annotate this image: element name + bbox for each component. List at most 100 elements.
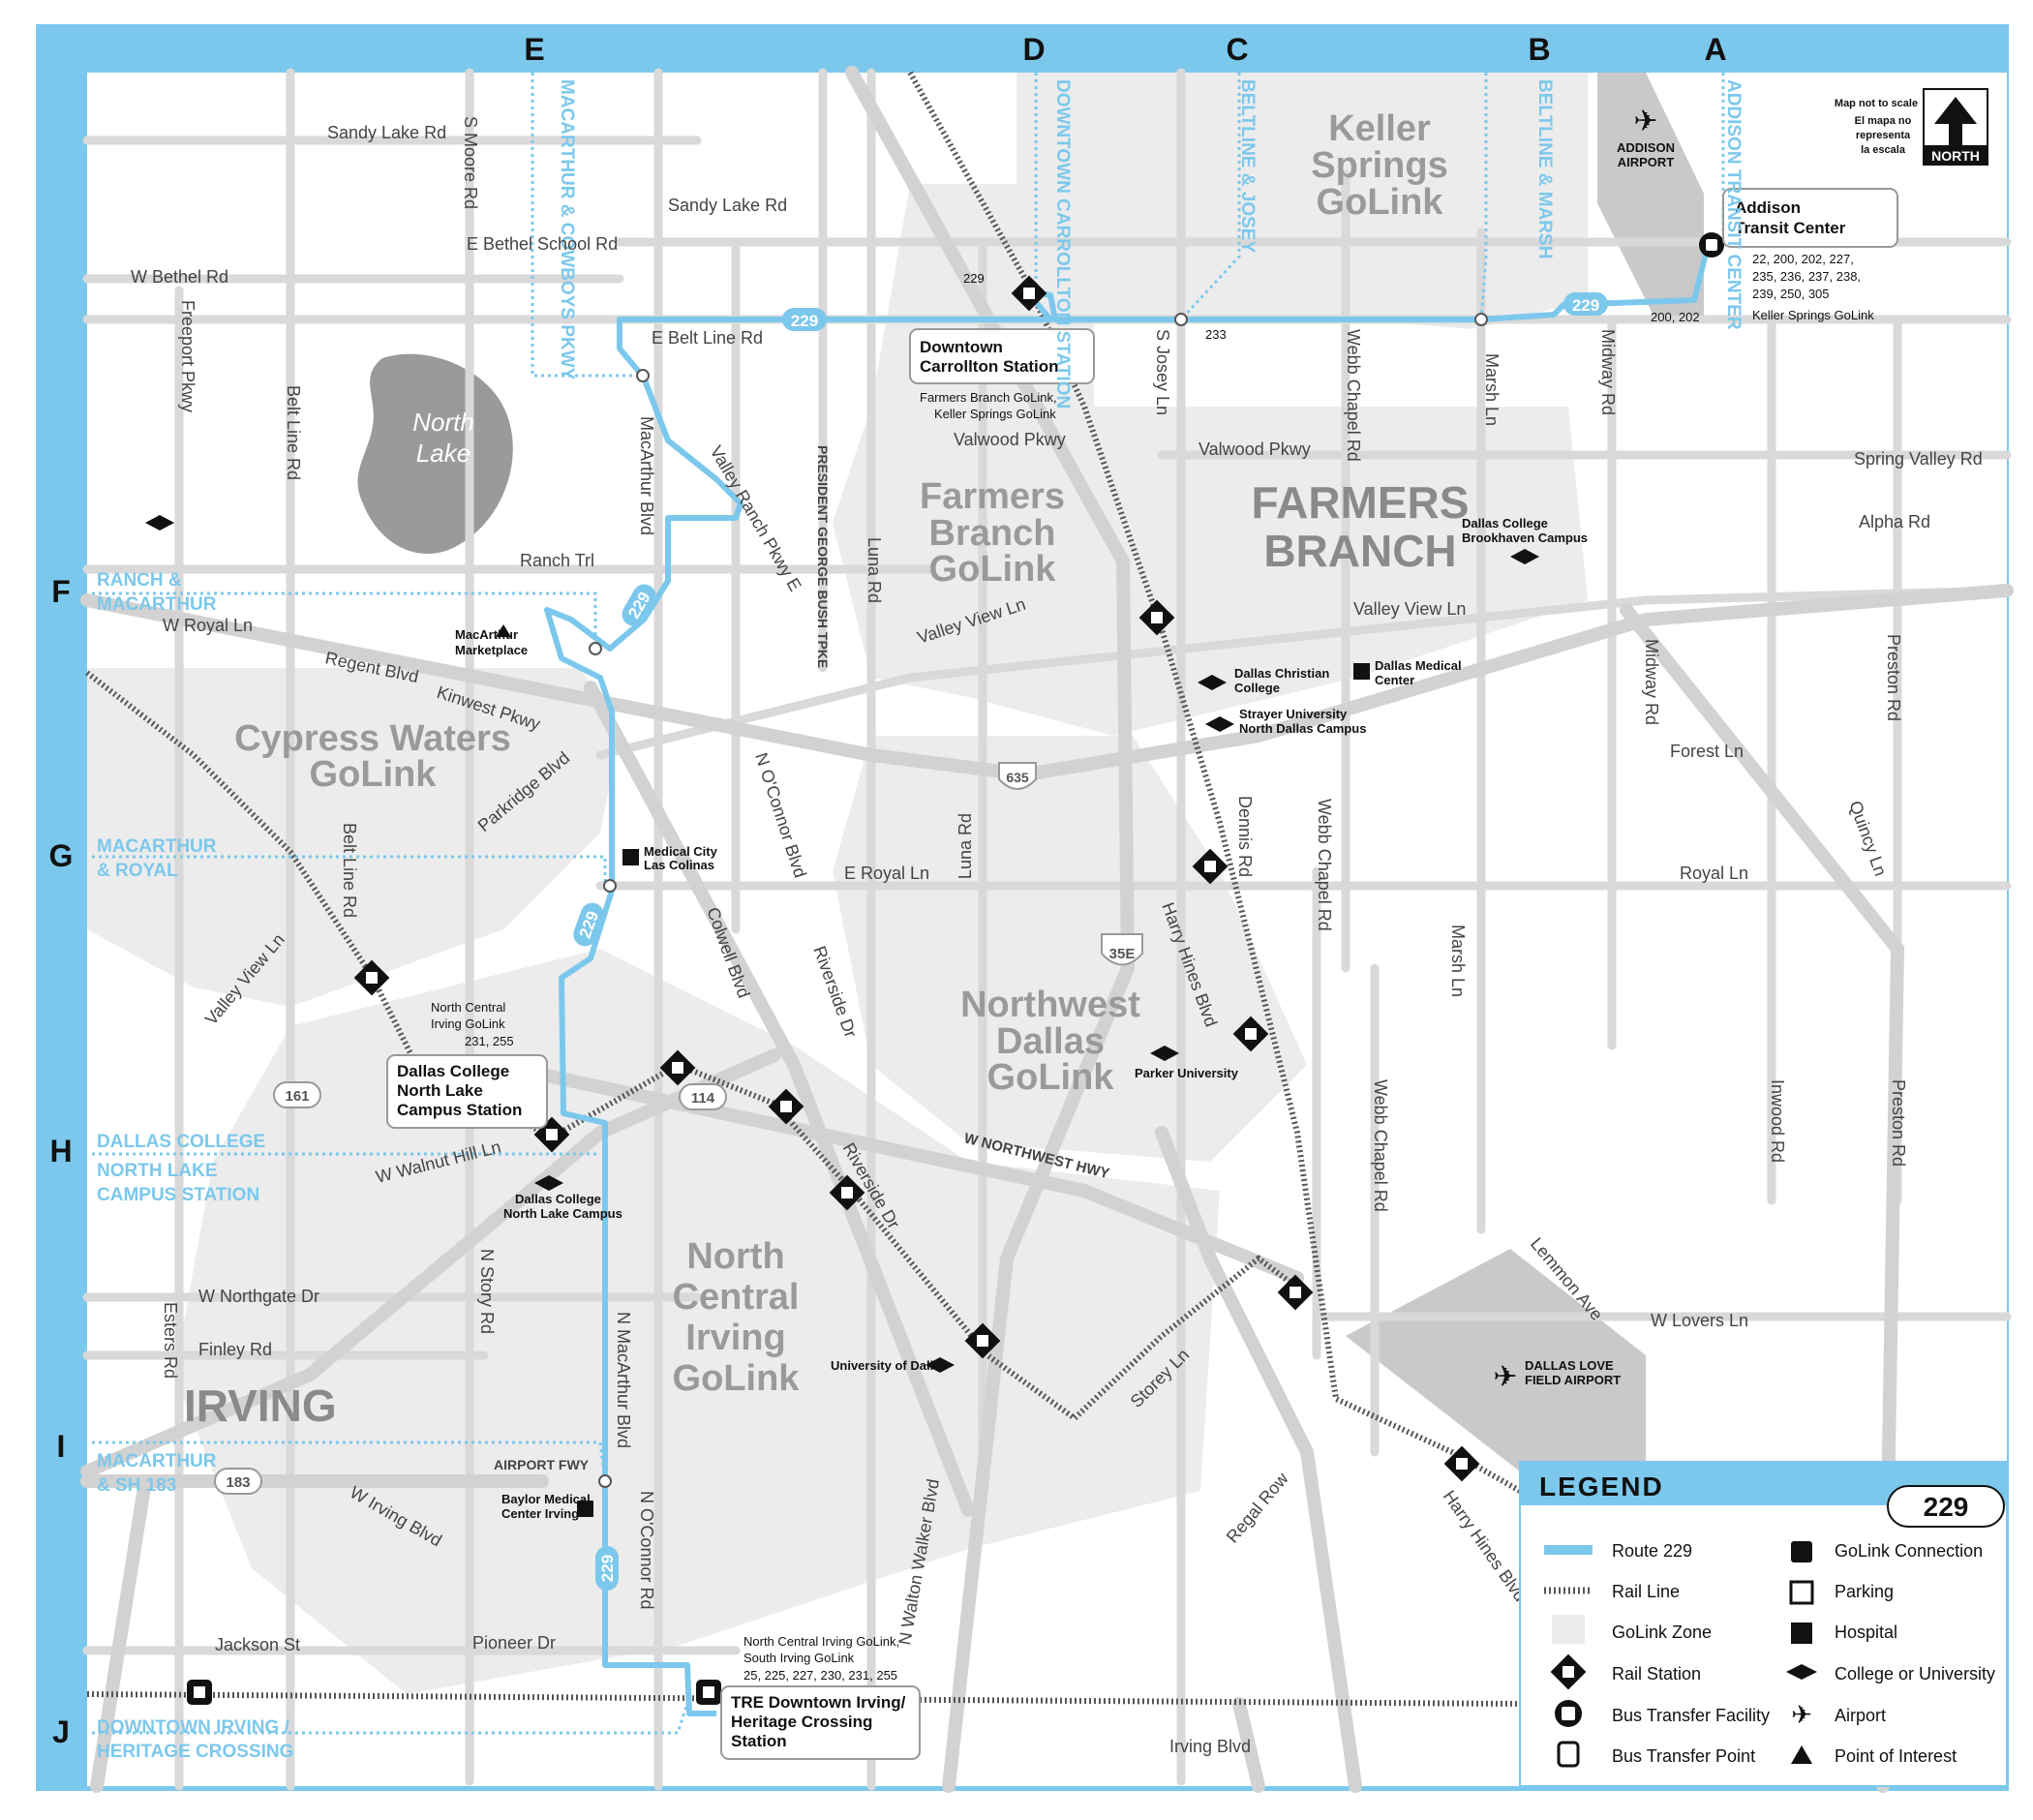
road-label: Valwood Pkwy (954, 430, 1066, 449)
hospital-icon (1353, 663, 1370, 680)
legend-item: Bus Transfer Point (1612, 1746, 1755, 1766)
golink-zone-ncirving (174, 949, 1220, 1694)
legend-item: Airport (1835, 1706, 1886, 1725)
addison-routes-3: 239, 250, 305 (1752, 287, 1830, 301)
timepoint-g-2: & ROYAL (97, 861, 178, 881)
dc-northlake-2: North Lake Campus (503, 1206, 622, 1221)
macarthur-marketplace-2: Marketplace (455, 643, 528, 657)
road-label: Irving Blvd (1169, 1737, 1251, 1756)
zone-nwdallas-3: GoLink (987, 1057, 1115, 1098)
north-arrow-icon (1934, 97, 1977, 145)
shield-i35e-text: 35E (1109, 946, 1136, 962)
addison-golink: Keller Springs GoLink (1752, 308, 1874, 322)
timepoint-g-1: MACARTHUR (97, 836, 217, 857)
medical-city-1: Medical City (644, 844, 718, 859)
josey-bus-route: 233 (1205, 327, 1227, 342)
road-label: Belt Line Rd (284, 385, 303, 480)
legend-bus-point-icon (1557, 1741, 1580, 1768)
timepoint-h-1: DALLAS COLLEGE (97, 1132, 265, 1152)
road-label: E Royal Ln (844, 864, 929, 883)
addison-airport-label-2: AIRPORT (1618, 155, 1675, 169)
dallas-medical-1: Dallas Medical (1375, 658, 1462, 673)
road-label: Luna Rd (956, 813, 975, 879)
col-d: D (1022, 32, 1045, 67)
road-label: Jackson St (215, 1635, 300, 1654)
tre-name-3: Station (731, 1732, 787, 1750)
legend-airport-icon: ✈ (1791, 1700, 1812, 1729)
row-h: H (49, 1134, 72, 1168)
road-label: Midway Rd (1598, 329, 1618, 415)
hospital-icon (577, 1501, 593, 1517)
legend-golink-icon (1791, 1541, 1812, 1562)
scale-note-3: representa (1856, 130, 1911, 141)
road-label: Sandy Lake Rd (327, 123, 446, 142)
legend-college-icon (1786, 1664, 1817, 1680)
road-label: Marsh Ln (1448, 925, 1468, 997)
road-label: Luna Rd (865, 537, 884, 603)
road-label: Finley Rd (198, 1340, 272, 1359)
carrollton-golink-1: Farmers Branch GoLink, (920, 390, 1057, 405)
love-field-2: FIELD AIRPORT (1525, 1373, 1621, 1387)
station-downtown-carrollton: Downtown Carrollton Station 229 Farmers … (909, 271, 1227, 421)
zone-ncirving-1: North (686, 1236, 784, 1277)
city-irving: IRVING (184, 1380, 337, 1431)
road-label: Royal Ln (1680, 864, 1748, 883)
medical-city-2: Las Colinas (644, 858, 714, 872)
road-label: Midway Rd (1642, 639, 1661, 725)
point-of-interest-icon (496, 624, 511, 637)
legend-item: Rail Station (1612, 1664, 1701, 1684)
dc-northlake-1: Dallas College (515, 1192, 601, 1206)
scale-note: Map not to scale El mapa no representa l… (1835, 98, 1918, 156)
road-label: E Belt Line Rd (652, 328, 763, 348)
timepoint-a: ADDISON TRANSIT CENTER (1723, 79, 1744, 330)
station-addison: Addison Transit Center 22, 200, 202, 227… (1651, 188, 1898, 324)
northlake-routes: 231, 255 (465, 1034, 514, 1048)
road-label: Preston Rd (1884, 634, 1903, 721)
zone-nwdallas-1: Northwest (960, 985, 1140, 1025)
col-c: C (1226, 32, 1248, 67)
places: ADDISON AIRPORT ✈ MacArthur Marketplace … (455, 106, 1675, 1521)
col-e: E (524, 32, 544, 67)
carrollton-golink-2: Keller Springs GoLink (934, 407, 1056, 421)
scale-note-4: la escala (1861, 144, 1906, 156)
legend-route-swatch (1544, 1545, 1593, 1555)
road-label: PRESIDENT GEORGE BUSH TPKE (815, 445, 831, 668)
timepoint-j-2: HERITAGE CROSSING (97, 1742, 293, 1762)
legend: LEGEND 229 Route 229 Rail Line GoLink Zo… (1519, 1461, 2008, 1787)
tre-name-1: TRE Downtown Irving/ (731, 1693, 906, 1712)
timepoint-f-2: MACARTHUR (97, 594, 217, 615)
carrollton-name-1: Downtown (920, 338, 1003, 356)
legend-parking-icon (1789, 1580, 1814, 1605)
road-label: W Lovers Ln (1651, 1311, 1748, 1330)
airport-icon: ✈ (1493, 1361, 1517, 1393)
row-f: F (51, 574, 71, 609)
row-g: G (49, 838, 74, 873)
road-label: Freeport Pkwy (178, 300, 197, 412)
shield-sh114-text: 114 (691, 1090, 715, 1107)
road-label: Valley View Ln (1353, 599, 1466, 619)
station-tre-downtown-irving: TRE Downtown Irving/ Heritage Crossing S… (720, 1634, 921, 1760)
airport-icon: ✈ (1633, 106, 1657, 137)
legend-hospital-icon (1791, 1623, 1812, 1644)
college-icons (145, 515, 1539, 1373)
baylor-1: Baylor Medical (501, 1492, 591, 1506)
north-label: NORTH (1931, 148, 1980, 164)
road-label: Ranch Trl (520, 551, 594, 570)
legend-route-badge: 229 (1924, 1492, 1969, 1522)
zone-cypress-1: Cypress Waters (234, 718, 511, 759)
timepoint-e: MACARTHUR & COWBOYS PKWY (557, 79, 577, 380)
zone-ncirving-3: Irving (685, 1318, 785, 1358)
row-i: I (57, 1429, 66, 1464)
tre-routes: 25, 225, 227, 230, 231, 255 (743, 1668, 897, 1683)
road-label: Valwood Pkwy (1199, 440, 1311, 459)
grid-labels: E D C B A F G H I J (49, 32, 1727, 1749)
timepoint-connectors (92, 73, 1725, 1735)
dallas-christian-2: College (1234, 681, 1280, 695)
timepoint-d: DOWNTOWN CARROLLTON STATION (1052, 79, 1073, 409)
shield-i635-text: 635 (1006, 770, 1029, 785)
road-label: S Josey Ln (1153, 329, 1172, 415)
timepoint-labels-side: RANCH & MACARTHUR MACARTHUR & ROYAL DALL… (97, 570, 293, 1762)
zone-farmers-2: Branch (929, 513, 1056, 554)
zone-keller-1: Keller (1328, 108, 1431, 149)
baylor-2: Center Irving (501, 1506, 579, 1521)
